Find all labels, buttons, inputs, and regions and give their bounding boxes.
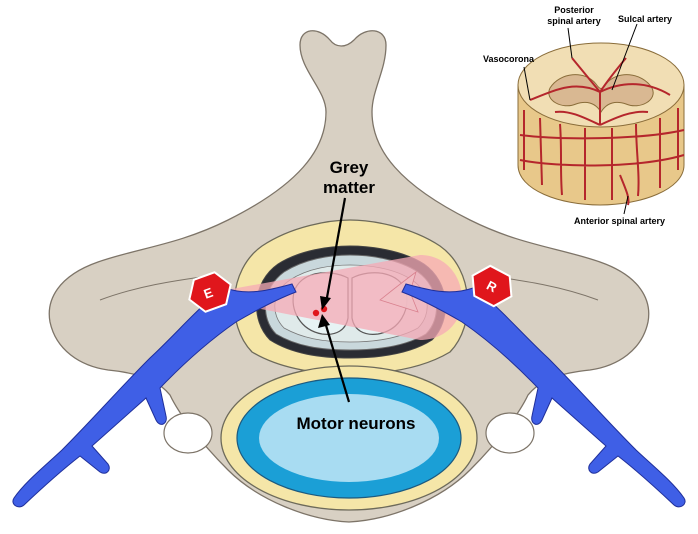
- inset-vasocorona-label: Vasocorona: [483, 54, 535, 64]
- disc-nucleus: [259, 394, 439, 482]
- motor-neurons-label: Motor neurons: [297, 414, 416, 433]
- grey-matter-label-line1: Grey: [330, 158, 369, 177]
- left-foramen: [164, 413, 212, 453]
- inset-spinal-cord-blood-supply: Posterior spinal artery Sulcal artery Va…: [483, 5, 684, 226]
- grey-matter-label-line2: matter: [323, 178, 375, 197]
- right-foramen: [486, 413, 534, 453]
- inset-posterior-label-line2: spinal artery: [547, 16, 601, 26]
- inset-posterior-label-line1: Posterior: [554, 5, 594, 15]
- motor-neuron-1: [313, 310, 319, 316]
- inset-anterior-label: Anterior spinal artery: [574, 216, 665, 226]
- inset-sulcal-label: Sulcal artery: [618, 14, 672, 24]
